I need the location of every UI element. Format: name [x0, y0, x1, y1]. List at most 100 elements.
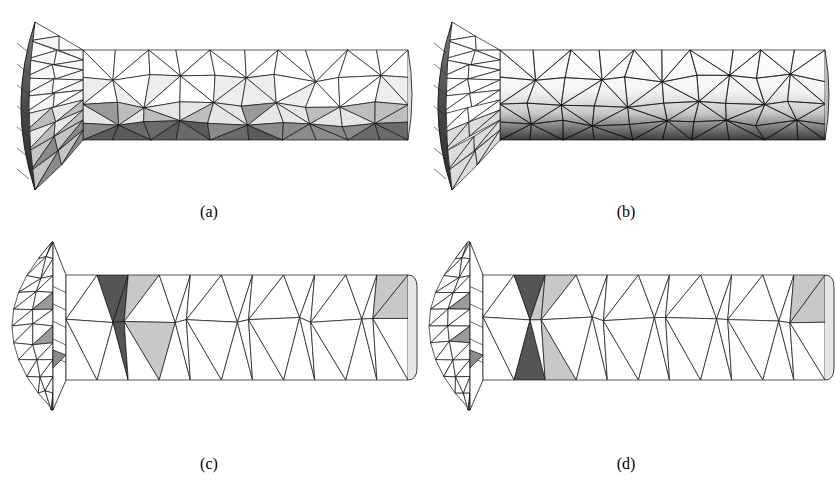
mesh-edge: [17, 106, 29, 116]
mesh-face: [159, 275, 190, 323]
mesh-face: [602, 50, 634, 80]
mesh-face: [83, 102, 119, 125]
mesh-face: [33, 326, 53, 345]
mesh-face: [58, 130, 83, 165]
mesh-edge: [53, 322, 66, 328]
mesh-face: [448, 309, 470, 326]
mesh-face: [797, 120, 825, 140]
mesh-face: [32, 292, 53, 309]
mesh-face: [180, 75, 215, 102]
mesh-edge: [470, 339, 483, 345]
mesh-face: [455, 242, 470, 259]
mesh-face: [455, 376, 470, 393]
mesh-face: [118, 102, 144, 125]
mesh-face: [373, 275, 408, 318]
mesh-face: [756, 74, 790, 104]
mesh-face: [459, 259, 470, 278]
mesh-face: [27, 376, 40, 393]
mesh-face: [790, 275, 825, 323]
mesh-face: [45, 391, 53, 410]
mesh-face: [527, 80, 561, 105]
mesh-face: [284, 318, 315, 380]
mesh-face: [348, 124, 380, 140]
mesh-edge: [17, 148, 29, 158]
mesh-face: [592, 107, 629, 126]
mesh-view: [12, 242, 417, 410]
mesh-face: [246, 50, 278, 78]
mesh-face: [763, 321, 794, 380]
shaft-end: [408, 50, 412, 140]
mesh-face: [429, 309, 448, 326]
mesh-edge: [470, 287, 483, 293]
mesh-face: [149, 50, 181, 76]
mesh-edge: [53, 304, 66, 310]
mesh-face: [36, 276, 53, 293]
mesh-face: [453, 276, 470, 293]
mesh-face: [576, 317, 607, 380]
mesh-face: [470, 350, 483, 368]
panel-label: (a): [200, 203, 218, 221]
mesh-edge: [53, 287, 66, 293]
mesh-face: [310, 107, 343, 127]
mesh-face: [561, 80, 602, 106]
mesh-face: [373, 318, 408, 380]
mesh-face: [375, 105, 408, 124]
mesh-edge: [434, 64, 446, 74]
mesh-face: [594, 80, 627, 107]
mesh-face: [112, 125, 151, 140]
mesh-face: [730, 50, 761, 78]
mesh-face: [221, 275, 252, 322]
mesh-face: [210, 50, 246, 78]
mesh-face: [662, 82, 699, 103]
mesh-face: [41, 259, 53, 279]
shaft-end: [825, 50, 829, 140]
panel-label: (c): [200, 455, 218, 473]
mesh-face: [726, 120, 764, 140]
mesh-face: [448, 309, 470, 326]
mesh-edge: [470, 322, 483, 328]
mesh-face: [36, 276, 53, 292]
mesh-face: [625, 50, 662, 82]
mesh-face: [38, 242, 53, 259]
mesh-face: [245, 50, 278, 78]
mesh-face: [248, 123, 284, 140]
mesh-edge: [470, 304, 483, 310]
mesh-face: [14, 324, 33, 345]
mesh-face: [83, 50, 113, 80]
mesh-face: [531, 105, 563, 124]
mesh-face: [35, 151, 61, 190]
panel-label: (d): [617, 455, 636, 473]
mesh-face: [690, 50, 730, 75]
mesh-face: [463, 376, 470, 393]
mesh-face: [756, 50, 790, 78]
head-collar: [470, 242, 483, 410]
mesh-face: [500, 104, 531, 124]
mesh-face: [788, 101, 825, 120]
mesh-edge: [434, 106, 446, 116]
mesh-face: [346, 319, 377, 380]
mesh-face: [667, 101, 699, 121]
mesh-face: [592, 126, 633, 140]
mesh-face: [373, 318, 408, 380]
mesh-view: [17, 22, 412, 190]
mesh-face: [448, 292, 470, 309]
mesh-face: [701, 319, 732, 380]
mesh-face: [33, 309, 53, 326]
mesh-face: [338, 50, 381, 78]
mesh-face: [563, 120, 592, 140]
mesh-face: [790, 50, 825, 82]
mesh-face: [276, 103, 310, 124]
mesh-face: [52, 65, 83, 79]
mesh-face: [500, 80, 536, 104]
mesh-face: [40, 360, 53, 377]
mesh-face: [633, 121, 668, 140]
mesh-face: [475, 130, 500, 165]
mesh-face: [180, 50, 215, 76]
mesh-face: [690, 50, 733, 75]
mesh-edge: [434, 169, 446, 179]
mesh-face: [276, 103, 310, 124]
shaft-shading: [500, 50, 825, 140]
mesh-face: [375, 122, 408, 140]
mesh-face: [375, 124, 408, 140]
mesh-face: [592, 124, 633, 140]
